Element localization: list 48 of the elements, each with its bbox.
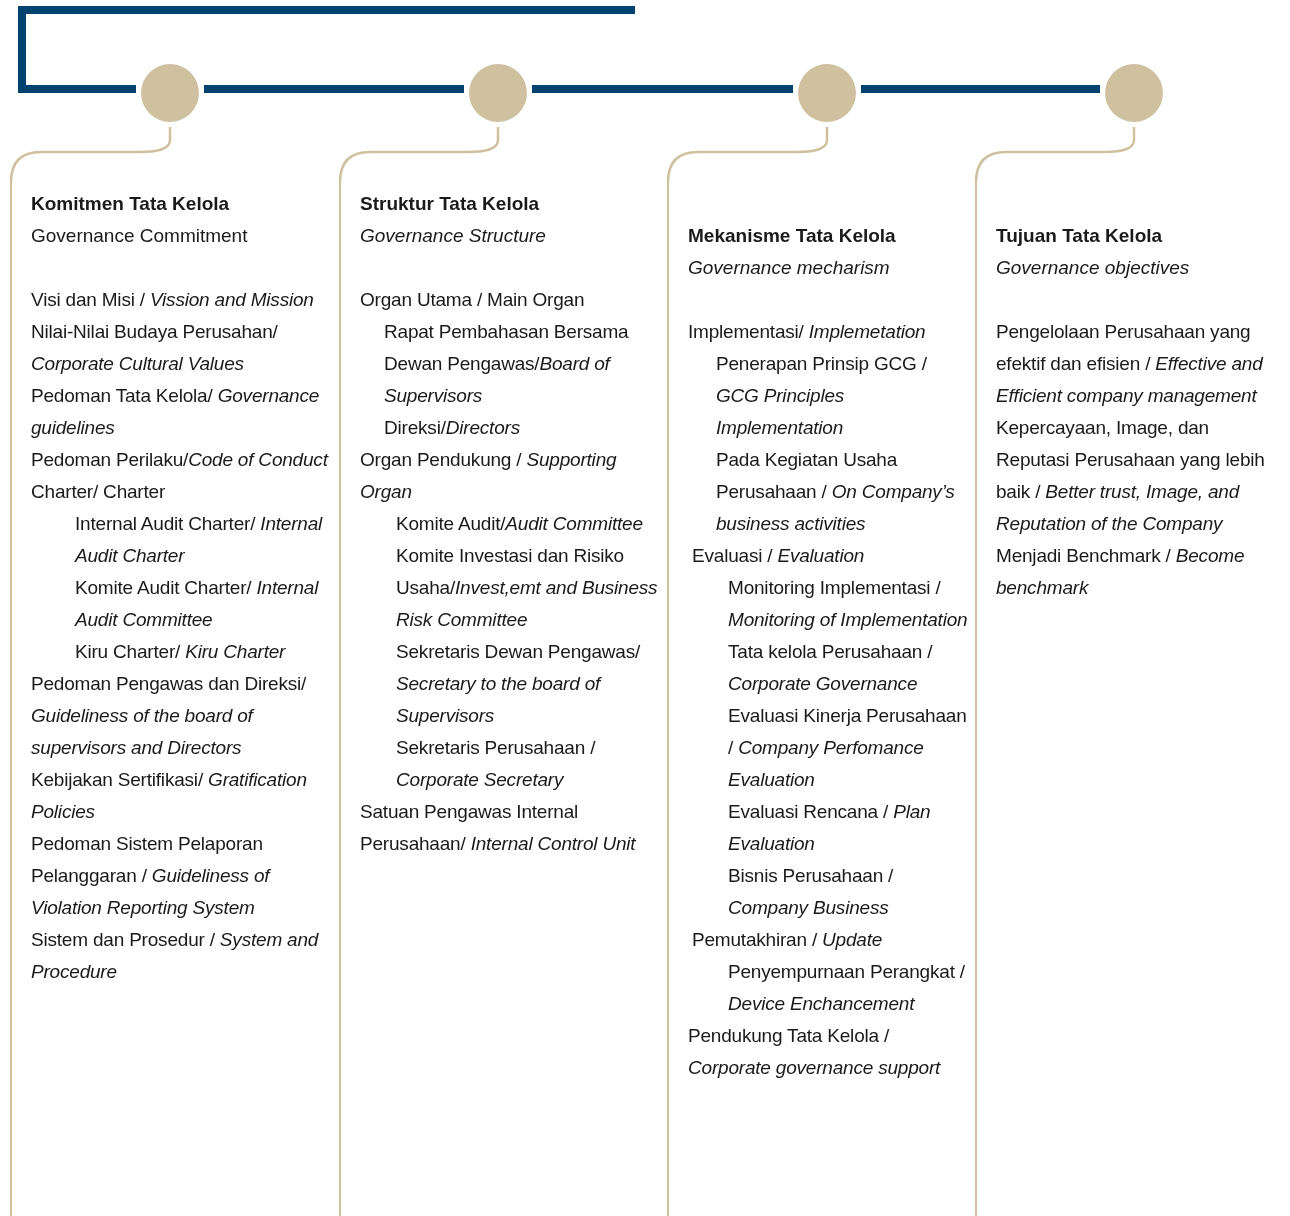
list-item: Pemutakhiran / Update [691, 928, 884, 952]
list-item: Kebijakan Sertifikasi/ Gratification Policies [31, 768, 308, 824]
list-item: Tata kelola Perusahaan / Corporate Governance [727, 640, 934, 696]
column-heading: Tujuan Tata Kelola [996, 224, 1164, 248]
list-item: Komite Investasi dan Risiko Usaha/Invest,emt and Business Risk Committee [395, 544, 659, 632]
list-item: Pendukung Tata Kelola / Corporate governance support [688, 1024, 942, 1080]
list-item: Komite Audit Charter/ Internal Audit Committee [73, 576, 320, 632]
list-item: Implementasi/ Implemetation [688, 320, 927, 344]
list-item: Charter/ Charter [31, 480, 167, 504]
list-item: Penerapan Prinsip GCG / GCG Principles Implementation [715, 352, 928, 440]
connector-line [666, 127, 829, 183]
list-item: Sekretaris Perusahaan / Corporate Secretary [395, 736, 597, 792]
list-item: Sekretaris Dewan Pengawas/ Secretary to the board of Supervisors [395, 640, 642, 728]
connector-line [338, 127, 500, 183]
list-item: Organ Pendukung / Supporting Organ [360, 448, 618, 504]
column-subtitle: Governance objectives [996, 256, 1191, 280]
list-item: Pedoman Tata Kelola/ Governance guidelines [31, 384, 321, 440]
column-subtitle: Governance Structure [360, 224, 547, 248]
list-item: Rapat Pembahasan Bersama Dewan Pengawas/Board of Supervisors [383, 320, 630, 408]
column-heading: Struktur Tata Kelola [360, 192, 541, 216]
list-item: Satuan Pengawas Internal Perusahaan/ Internal Control Unit [360, 800, 637, 856]
list-item: Penyempurnaan Perangkat / Device Enchancement [727, 960, 966, 1016]
list-item: Evaluasi Rencana / Plan Evaluation [727, 800, 932, 856]
list-item: Nilai-Nilai Budaya Perusahan/ Corporate Cultural Values [31, 320, 279, 376]
list-item: Kiru Charter/ Kiru Charter [74, 640, 287, 664]
column-subtitle: Governance mecharism [688, 256, 891, 280]
list-item: Menjadi Benchmark / Become benchmark [996, 544, 1246, 600]
list-item: Pada Kegiatan Usaha Perusahaan / On Company’s business activities [715, 448, 956, 536]
list-item: Evaluasi Kinerja Perusahaan / Company Perfomance Evaluation [727, 704, 968, 792]
connector-line [974, 127, 1136, 183]
list-item: Pedoman Perilaku/Code of Conduct [31, 448, 330, 472]
list-item: Visi dan Misi / Vission and Mission [31, 288, 315, 312]
column-subtitle: Governance Commitment [31, 224, 249, 248]
list-item: Sistem dan Prosedur / System and Procedure [31, 928, 320, 984]
column-heading: Mekanisme Tata Kelola [688, 224, 897, 248]
list-item: Bisnis Perusahaan / Company Business [727, 864, 895, 920]
list-item: Internal Audit Charter/ Internal Audit Charter [73, 512, 324, 568]
list-item: Pengelolaan Perusahaan yang efektif dan efisien / Effective and Efficient company management [996, 320, 1265, 408]
list-item: Kepercayaan, Image, dan Reputasi Perusahaan yang lebih baik / Better trust, Image, and Reputation of the Company [996, 416, 1266, 536]
list-item: Monitoring Implementasi / Monitoring of Implementation [727, 576, 969, 632]
list-item: Evaluasi / Evaluation [691, 544, 866, 568]
column-heading: Komitmen Tata Kelola [31, 192, 231, 216]
connector-line [9, 127, 172, 183]
list-item: Organ Utama / Main Organ [360, 288, 586, 312]
list-item: Pedoman Sistem Pelaporan Pelanggaran / Guideliness of Violation Reporting System [31, 832, 272, 920]
list-item: Direksi/Directors [383, 416, 521, 440]
list-item: Pedoman Pengawas dan Direksi/ Guideliness of the board of supervisors and Directors [31, 672, 308, 760]
list-item: Komite Audit/Audit Committee [395, 512, 644, 536]
